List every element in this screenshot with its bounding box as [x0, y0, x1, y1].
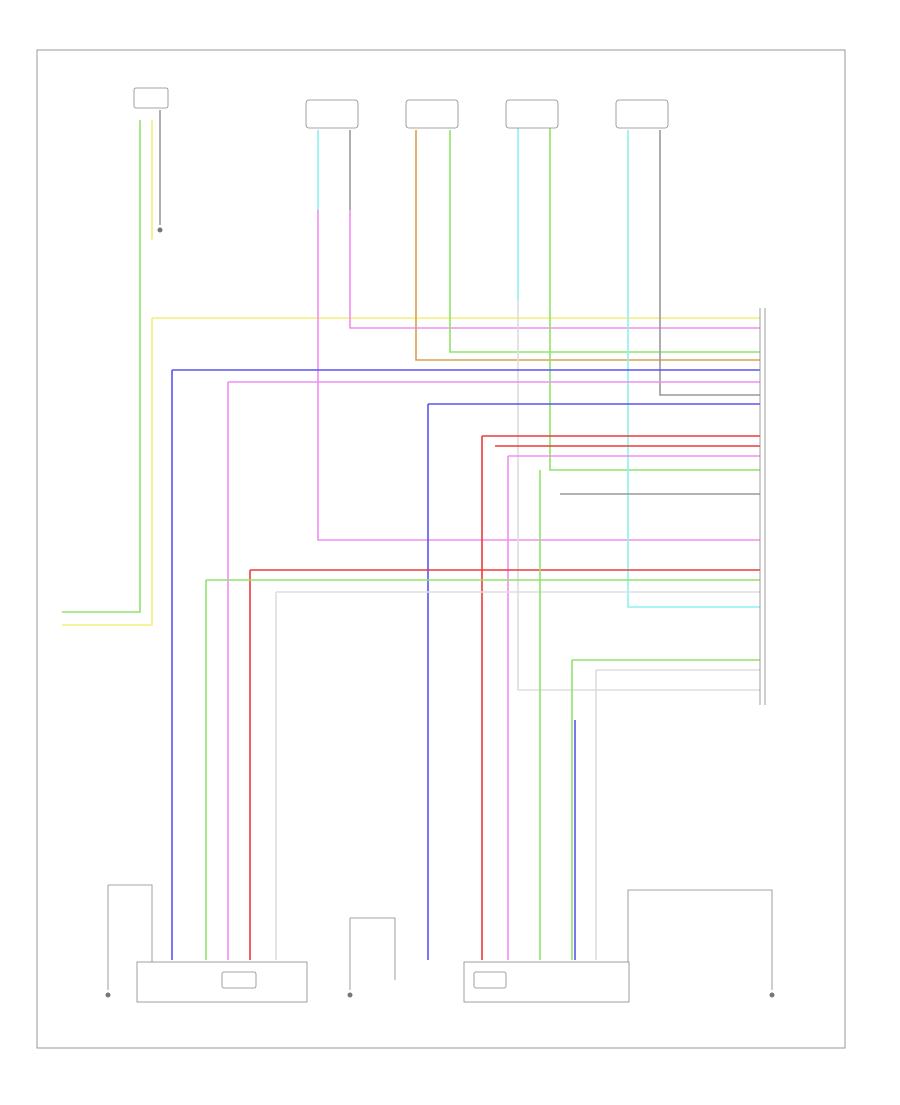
bottom-left-module: [105, 884, 308, 1003]
top-left-switch: [133, 87, 169, 233]
ground-icon-bottom-right: [769, 992, 775, 998]
wire-green-left: [62, 120, 141, 613]
wire-red-right-bus: [481, 435, 760, 960]
sensor-3: [505, 99, 559, 129]
sensor-2: [405, 99, 459, 129]
wire-blue-left-bus: [171, 369, 760, 960]
bottom-mid-switch: [347, 917, 396, 998]
wire-gray-sensor4: [659, 130, 760, 396]
wire-pink-sensor1: [317, 210, 760, 541]
wire-white-sensor3: [517, 300, 760, 691]
wire-group: [62, 110, 760, 960]
ground-icon-top-left: [157, 227, 163, 233]
sensor-4: [615, 99, 669, 129]
wire-green-sensor3: [549, 128, 760, 471]
wire-red-left-bus: [249, 569, 760, 960]
wire-pink-left-bus: [227, 381, 760, 960]
wire-green-left-bus: [205, 579, 760, 960]
sensor-1: [305, 99, 359, 129]
ground-icon-bottom-left: [105, 992, 111, 998]
right-module: [759, 308, 766, 705]
wire-pink-sensor1b: [349, 210, 760, 329]
wire-orange-sensor2: [415, 130, 760, 361]
wire-cyan-sensor4: [627, 130, 760, 608]
wire-green-right-bus: [571, 659, 760, 960]
diagram-frame: [36, 49, 846, 1049]
wire-yellow-left: [62, 120, 760, 626]
wire-white-left-bus: [275, 591, 760, 960]
wire-pink-right-bus: [507, 455, 760, 960]
wire-blue-mid-bus: [427, 403, 760, 960]
wire-white-right-bus: [595, 669, 760, 960]
ground-icon-bottom-mid: [347, 992, 353, 998]
bottom-right-module: [463, 889, 775, 1003]
wire-green-sensor2: [449, 130, 760, 353]
